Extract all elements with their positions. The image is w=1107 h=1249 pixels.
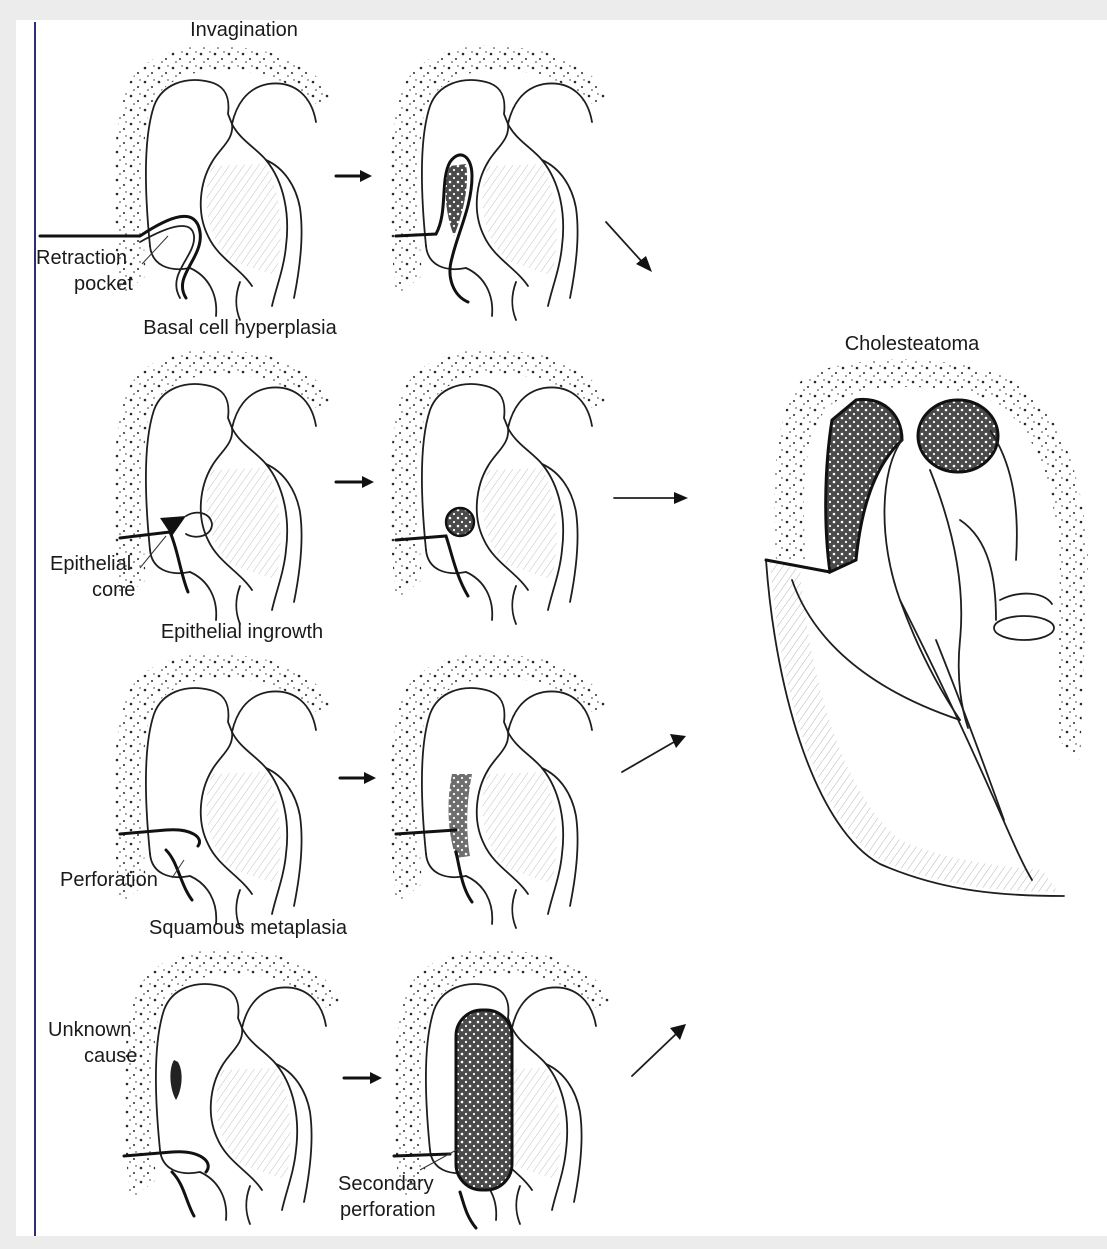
label-retraction-1: Retraction [36, 247, 127, 269]
arrow-right-row2 [336, 476, 374, 488]
label-unknown-cause-2: cause [84, 1045, 137, 1067]
title-squamous-metaplasia: Squamous metaplasia [149, 917, 348, 939]
arrow-diagonal-row4 [632, 1024, 686, 1076]
arrow-diagonal-row1 [606, 222, 652, 272]
panel-cholesteatoma [766, 359, 1088, 896]
panel-basal-2 [390, 350, 606, 624]
arrow-right-row4 [344, 1072, 382, 1084]
panel-squamous-1 [124, 950, 340, 1224]
label-secondary-perforation-2: perforation [340, 1199, 436, 1221]
label-epithelial-cone-1: Epithelial [50, 553, 131, 575]
label-unknown-cause-1: Unknown [48, 1019, 131, 1041]
label-epithelial-cone-2: cone [92, 579, 135, 601]
title-epithelial-ingrowth: Epithelial ingrowth [161, 621, 323, 643]
label-retraction-2: pocket [74, 273, 133, 295]
title-cholesteatoma: Cholesteatoma [845, 333, 980, 355]
label-perforation: Perforation [60, 869, 158, 891]
panel-ingrowth-2 [390, 654, 606, 928]
panel-basal-1 [114, 350, 330, 624]
arrow-diagonal-row3 [622, 734, 686, 772]
title-basal-cell-hyperplasia: Basal cell hyperplasia [143, 317, 337, 339]
arrow-right-row3 [340, 772, 376, 784]
panel-invagination-2 [390, 46, 606, 320]
title-invagination: Invagination [190, 19, 298, 41]
arrow-right-to-cholesteatoma [614, 492, 688, 504]
pointer-secondary-perforation [420, 1148, 460, 1170]
label-secondary-perforation-1: Secondary [338, 1173, 434, 1195]
arrow-right-row1 [336, 170, 372, 182]
